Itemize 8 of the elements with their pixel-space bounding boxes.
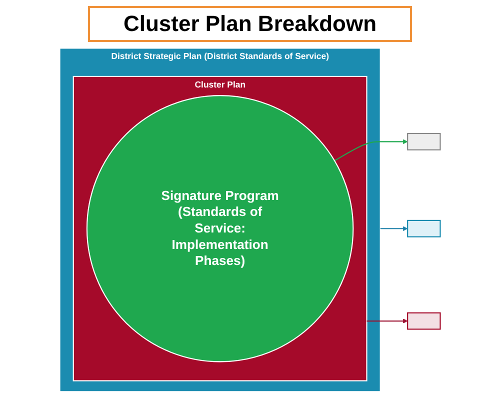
arrow bbox=[380, 226, 408, 232]
arrow bbox=[366, 318, 408, 324]
node-box bbox=[407, 312, 441, 330]
arrow bbox=[334, 139, 408, 162]
node-box bbox=[407, 220, 441, 238]
node-box bbox=[407, 132, 441, 150]
title: Cluster Plan Breakdown bbox=[88, 6, 412, 42]
node-circle: Signature Program (Standards of Service: Implementation Phases) bbox=[86, 94, 354, 362]
